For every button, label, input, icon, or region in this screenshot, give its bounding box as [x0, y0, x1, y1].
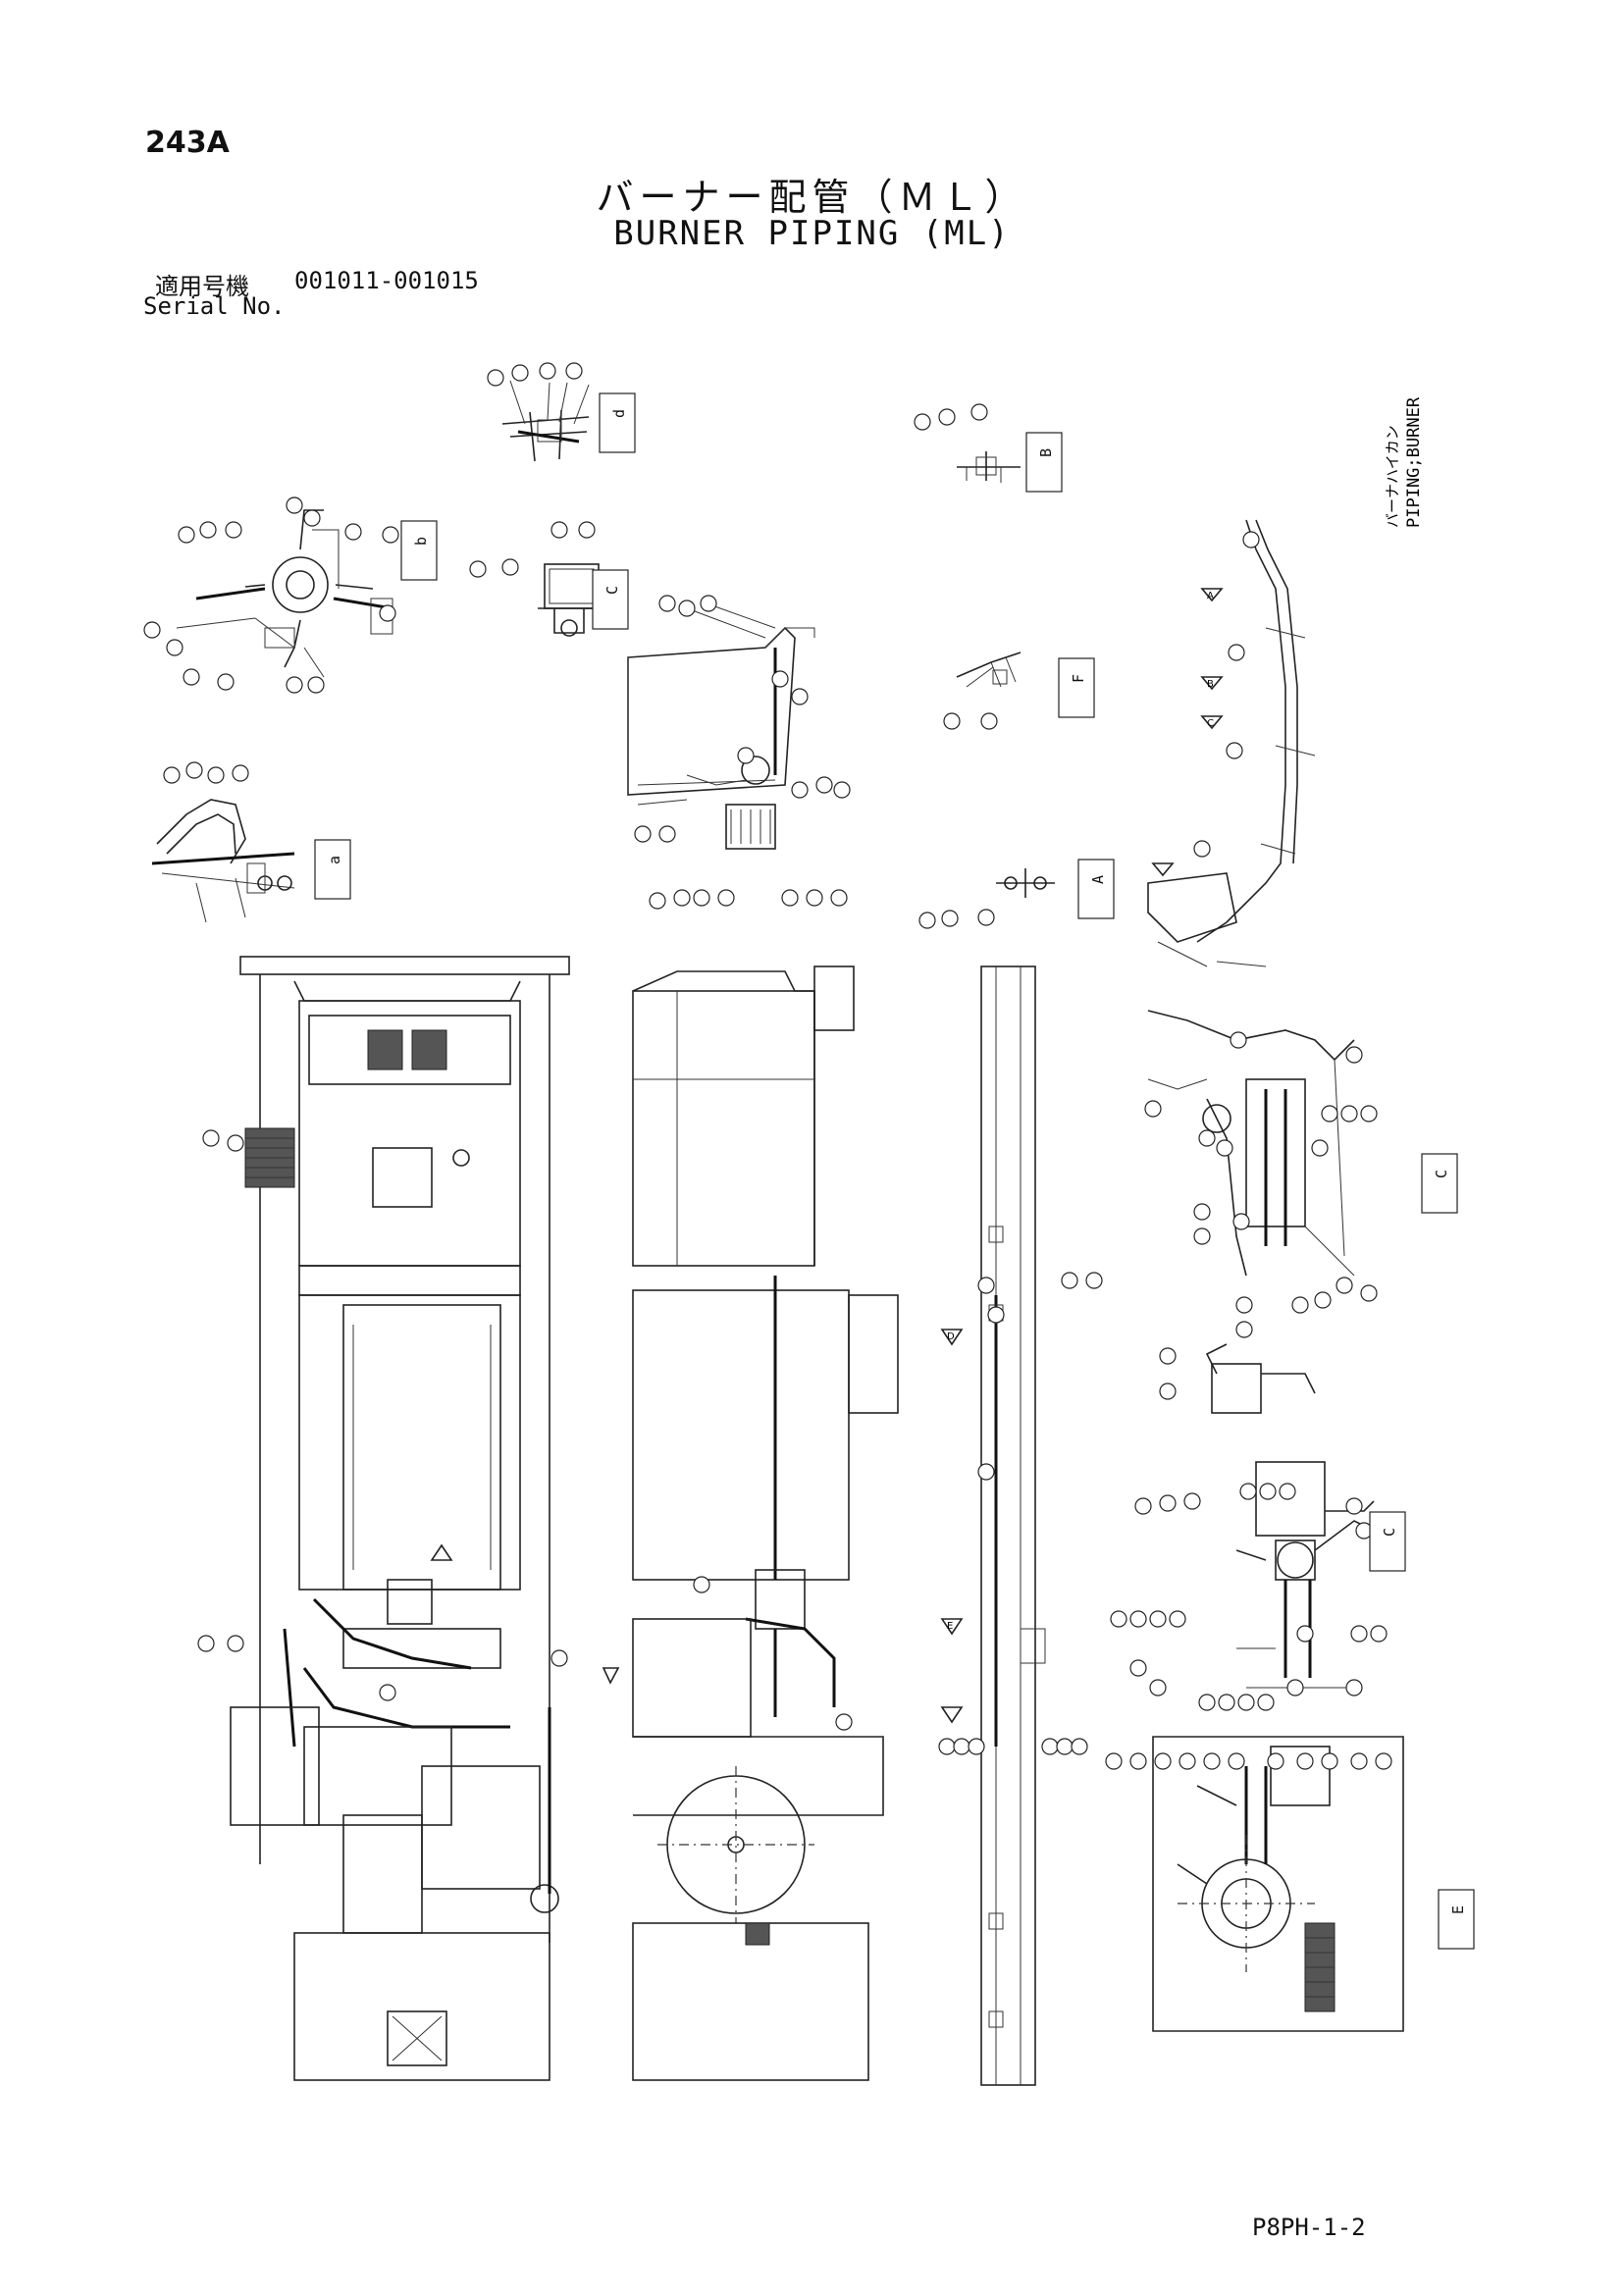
section-letter-a: A: [1207, 591, 1214, 601]
svg-text:C: C: [1207, 718, 1214, 729]
section-letter-d: D: [947, 1331, 955, 1342]
svg-text:C: C: [603, 586, 621, 595]
serial-label-japanese: 適用号機: [155, 273, 249, 300]
detail-b-upper: [957, 451, 1021, 483]
svg-text:b: b: [412, 537, 430, 546]
main-view-left: [230, 956, 570, 2081]
svg-text:A: A: [1089, 875, 1107, 884]
svg-text:C: C: [1433, 1170, 1450, 1178]
section-letter-c: C: [1207, 718, 1214, 729]
svg-text:D: D: [947, 1331, 955, 1342]
view-tag-a-upper: A: [1077, 859, 1115, 919]
view-tag-f: F: [1058, 657, 1095, 718]
detail-d: [501, 380, 590, 462]
side-label-english: PIPING;BURNER: [1404, 396, 1424, 528]
detail-e-upper: [1235, 1461, 1375, 1689]
serial-number-range: 001011-001015: [294, 267, 479, 294]
view-tag-a: a: [314, 839, 351, 900]
narrow-view: [980, 965, 1046, 2086]
page-number: 243A: [145, 126, 230, 160]
detail-e-lower: [1152, 1736, 1404, 2032]
view-tag-b: b: [400, 520, 438, 581]
svg-text:B: B: [1037, 448, 1055, 457]
svg-text:B: B: [1207, 679, 1214, 690]
view-tag-c-lower: C: [1369, 1511, 1406, 1572]
detail-c-right: [1147, 1010, 1355, 1414]
title-japanese: バーナー配管（ＭＬ）: [596, 176, 1028, 219]
view-tag-c-small: C: [592, 569, 629, 630]
detail-f: [956, 652, 1022, 688]
view-tag-d: d: [599, 392, 636, 453]
svg-text:E: E: [947, 1621, 953, 1632]
svg-text:d: d: [610, 409, 628, 418]
detail-long-pipe: [1147, 519, 1316, 967]
serial-label-english: Serial No.: [143, 292, 286, 320]
drawing-number: P8PH-1-2: [1252, 2214, 1366, 2241]
section-arrows: [430, 588, 1224, 1724]
svg-text:a: a: [326, 856, 343, 864]
section-letter-b: B: [1207, 679, 1214, 690]
view-tag-c-right: C: [1421, 1153, 1458, 1214]
svg-text:E: E: [1449, 1905, 1467, 1914]
side-label-japanese: バーナハイカン: [1384, 425, 1401, 528]
svg-text:A: A: [1207, 591, 1214, 601]
svg-text:C: C: [1381, 1528, 1398, 1537]
view-tag-b-upper: B: [1025, 432, 1063, 493]
view-tag-e: E: [1438, 1889, 1475, 1950]
detail-a-upper: [996, 868, 1055, 898]
title-english: BURNER PIPING (ML): [613, 214, 1011, 253]
part-balloons: [143, 362, 1392, 1770]
detail-tank: [627, 602, 815, 850]
svg-text:F: F: [1070, 674, 1087, 683]
main-view-center: [632, 965, 899, 2081]
side-label: バーナハイカン PIPING;BURNER: [1384, 396, 1424, 528]
section-letter-e: E: [947, 1621, 953, 1632]
detail-b: [176, 509, 393, 678]
detail-a: [151, 799, 295, 923]
